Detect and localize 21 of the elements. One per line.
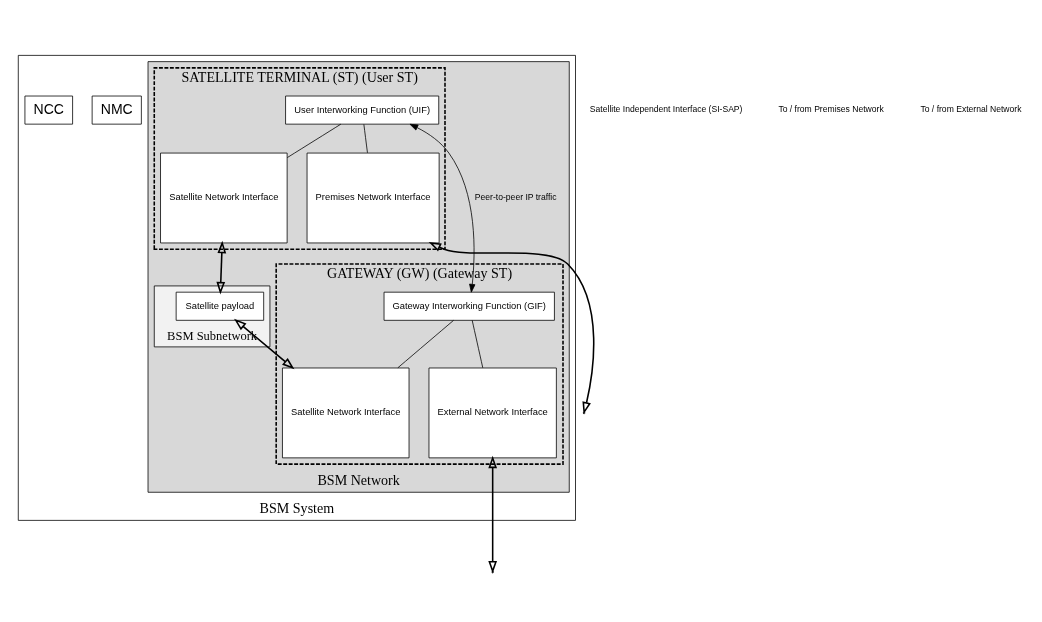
connector: [471, 319, 484, 369]
arrow: [216, 240, 227, 295]
label: Satellite Independent Interface (SI-SAP): [589, 104, 743, 115]
node-box: Satellite Network Interface: [160, 152, 288, 244]
label: To / from Premises Network: [778, 104, 884, 115]
edge-label: Peer-to-peer IP traffic: [474, 192, 557, 203]
node-box: Gateway Interworking Function (GIF): [383, 291, 555, 321]
arrow: [488, 455, 498, 574]
connector: [397, 319, 454, 369]
label: To / from External Network: [920, 104, 1022, 115]
node-box: Premises Network Interface: [306, 152, 440, 244]
node-box: NCC: [24, 95, 73, 125]
node-box: Satellite Network Interface: [282, 367, 410, 459]
node-box: Satellite payload: [175, 291, 265, 321]
node-box: User Interworking Function (UIF): [285, 95, 440, 125]
node-box: NMC: [91, 95, 142, 125]
connector: [287, 123, 342, 158]
arrow: [234, 318, 295, 370]
node-box: External Network Interface: [428, 367, 557, 459]
connector: [363, 123, 368, 154]
arrow: [409, 123, 476, 293]
